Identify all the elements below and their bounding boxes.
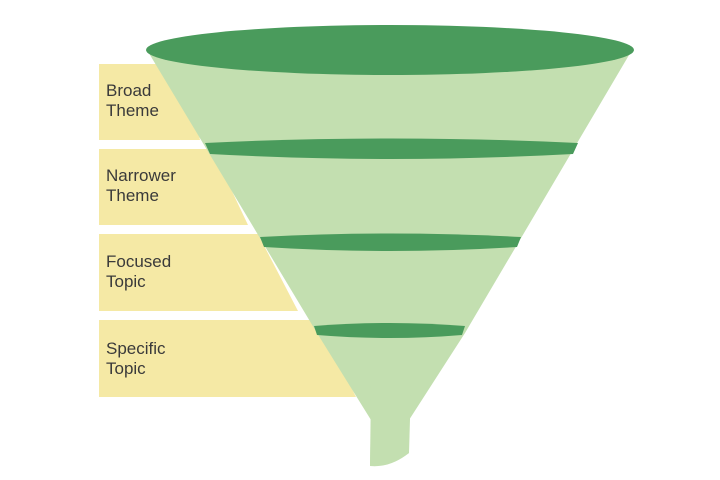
stage-box-focused-topic [99,234,298,311]
funnel-band-1 [205,138,578,159]
stage-label-narrower-theme-line2: Theme [106,186,159,205]
stage-label-broad-theme-line2: Theme [106,101,159,120]
funnel-band-3 [314,323,465,338]
stage-label-narrower-theme: Narrower Theme [106,166,181,205]
label-boxes [99,64,356,397]
stage-label-focused-topic-line2: Topic [106,272,146,291]
funnel-shape [146,25,634,467]
stage-label-specific-topic-line1: Specific [106,339,166,358]
stage-label-narrower-theme-line1: Narrower [106,166,176,185]
stage-label-specific-topic-line2: Topic [106,359,146,378]
stage-box-narrower-theme [99,149,248,225]
stage-box-specific-topic [99,320,356,397]
stage-label-broad-theme-line1: Broad [106,81,151,100]
stage-label-focused-topic-line1: Focused [106,252,171,271]
stage-labels: Broad Theme Narrower Theme Focused Topic… [106,81,181,378]
funnel-band-2 [260,233,521,251]
funnel-top-ellipse [146,25,634,75]
funnel-spout [370,385,411,467]
stage-label-broad-theme: Broad Theme [106,81,159,120]
stage-label-specific-topic: Specific Topic [106,339,170,378]
stage-label-focused-topic: Focused Topic [106,252,176,291]
